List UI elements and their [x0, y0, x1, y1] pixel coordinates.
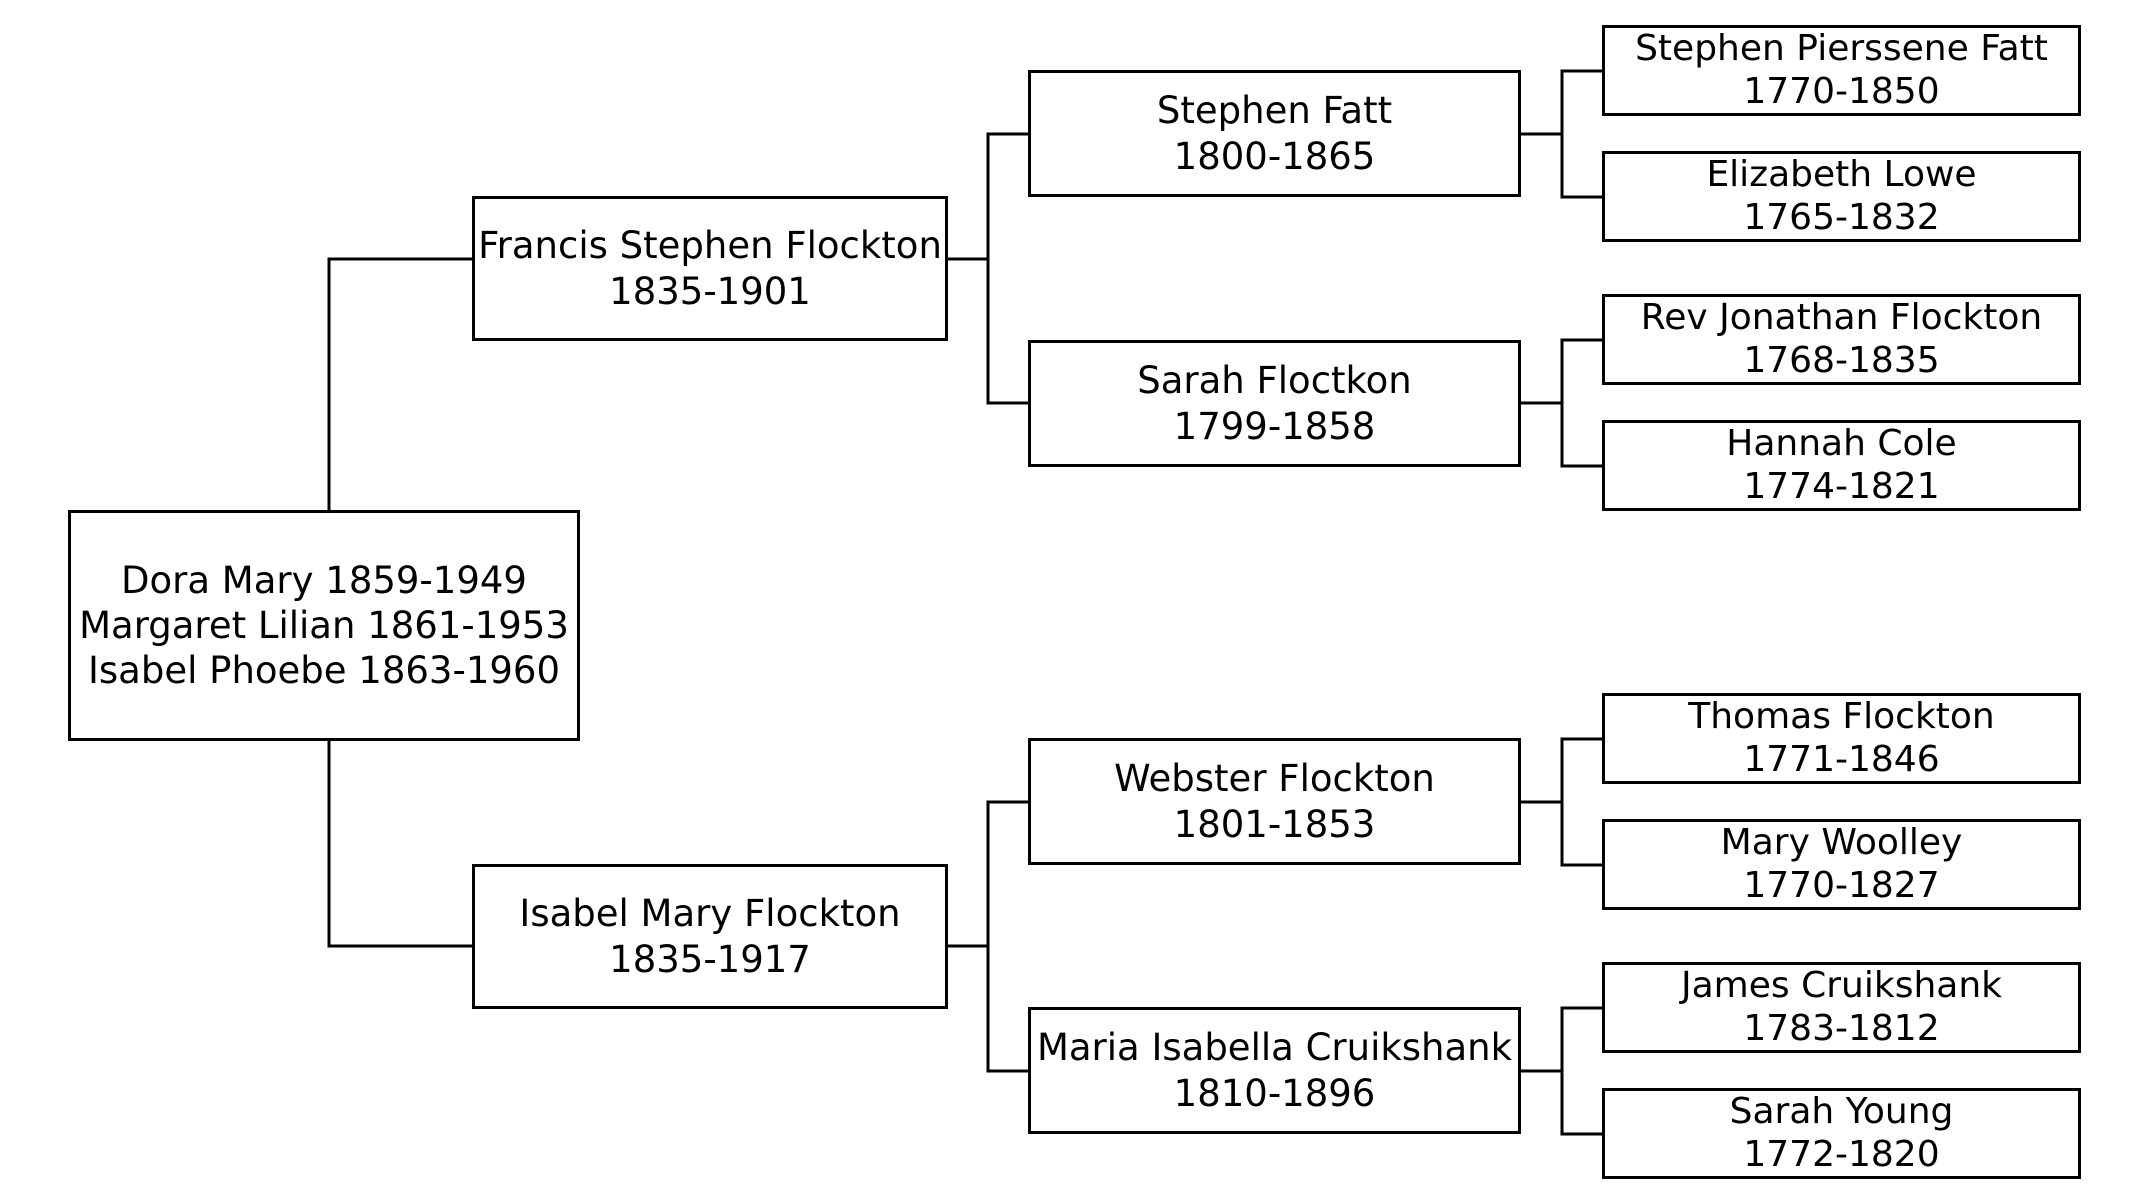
- grandparent-box-2: Sarah Floctkon 1799-1858: [1028, 340, 1521, 467]
- person-name: Elizabeth Lowe: [1706, 154, 1977, 196]
- root-line-2: Margaret Lilian 1861-1953: [79, 603, 569, 647]
- person-name: Stephen Pierssene Fatt: [1635, 28, 2048, 70]
- great-grandparent-box-1: Stephen Pierssene Fatt 1770-1850: [1602, 25, 2081, 116]
- root-person-box: Dora Mary 1859-1949 Margaret Lilian 1861…: [68, 510, 580, 741]
- person-dates: 1799-1858: [1173, 404, 1376, 448]
- person-name: Francis Stephen Flockton: [478, 224, 942, 268]
- person-name: Webster Flockton: [1114, 757, 1435, 801]
- great-grandparent-box-6: Mary Woolley 1770-1827: [1602, 819, 2081, 910]
- person-name: Sarah Floctkon: [1137, 359, 1412, 403]
- great-grandparent-box-4: Hannah Cole 1774-1821: [1602, 420, 2081, 511]
- person-dates: 1810-1896: [1173, 1071, 1376, 1115]
- person-name: James Cruikshank: [1681, 965, 2002, 1007]
- person-name: Isabel Mary Flockton: [519, 892, 901, 936]
- root-line-1: Dora Mary 1859-1949: [121, 558, 527, 602]
- great-grandparent-box-5: Thomas Flockton 1771-1846: [1602, 693, 2081, 784]
- person-name: Hannah Cole: [1726, 423, 1957, 465]
- person-dates: 1835-1917: [609, 937, 811, 981]
- person-dates: 1765-1832: [1743, 196, 1940, 238]
- connector-gp1-to-ggp: [1560, 69, 1602, 199]
- person-name: Rev Jonathan Flockton: [1640, 297, 2043, 339]
- connector-gp2-to-ggp: [1560, 338, 1602, 468]
- grandparent-box-3: Webster Flockton 1801-1853: [1028, 738, 1521, 865]
- grandparent-box-4: Maria Isabella Cruikshank 1810-1896: [1028, 1007, 1521, 1134]
- person-dates: 1783-1812: [1743, 1007, 1940, 1049]
- person-name: Mary Woolley: [1720, 822, 1963, 864]
- connector-root-to-mother: [327, 741, 472, 948]
- person-dates: 1770-1827: [1743, 864, 1940, 906]
- person-dates: 1774-1821: [1743, 465, 1940, 507]
- person-dates: 1801-1853: [1173, 802, 1376, 846]
- great-grandparent-box-2: Elizabeth Lowe 1765-1832: [1602, 151, 2081, 242]
- connector-father-to-grandparents: [986, 132, 1028, 405]
- connector-root-to-father: [327, 257, 472, 510]
- person-dates: 1768-1835: [1743, 339, 1940, 381]
- person-name: Stephen Fatt: [1156, 89, 1393, 133]
- person-dates: 1772-1820: [1743, 1133, 1940, 1175]
- great-grandparent-box-8: Sarah Young 1772-1820: [1602, 1088, 2081, 1179]
- parent-box-mother: Isabel Mary Flockton 1835-1917: [472, 864, 948, 1009]
- great-grandparent-box-7: James Cruikshank 1783-1812: [1602, 962, 2081, 1053]
- person-name: Sarah Young: [1729, 1091, 1954, 1133]
- person-dates: 1800-1865: [1173, 134, 1376, 178]
- person-name: Thomas Flockton: [1688, 696, 1995, 738]
- grandparent-box-1: Stephen Fatt 1800-1865: [1028, 70, 1521, 197]
- root-line-3: Isabel Phoebe 1863-1960: [87, 649, 560, 693]
- great-grandparent-box-3: Rev Jonathan Flockton 1768-1835: [1602, 294, 2081, 385]
- person-name: Maria Isabella Cruikshank: [1036, 1026, 1513, 1070]
- connector-gp4-to-ggp: [1560, 1006, 1602, 1136]
- person-dates: 1835-1901: [609, 269, 811, 313]
- connector-gp3-to-ggp: [1560, 737, 1602, 867]
- person-dates: 1770-1850: [1743, 70, 1940, 112]
- connector-mother-to-grandparents: [986, 800, 1028, 1073]
- person-dates: 1771-1846: [1743, 738, 1940, 780]
- parent-box-father: Francis Stephen Flockton 1835-1901: [472, 196, 948, 341]
